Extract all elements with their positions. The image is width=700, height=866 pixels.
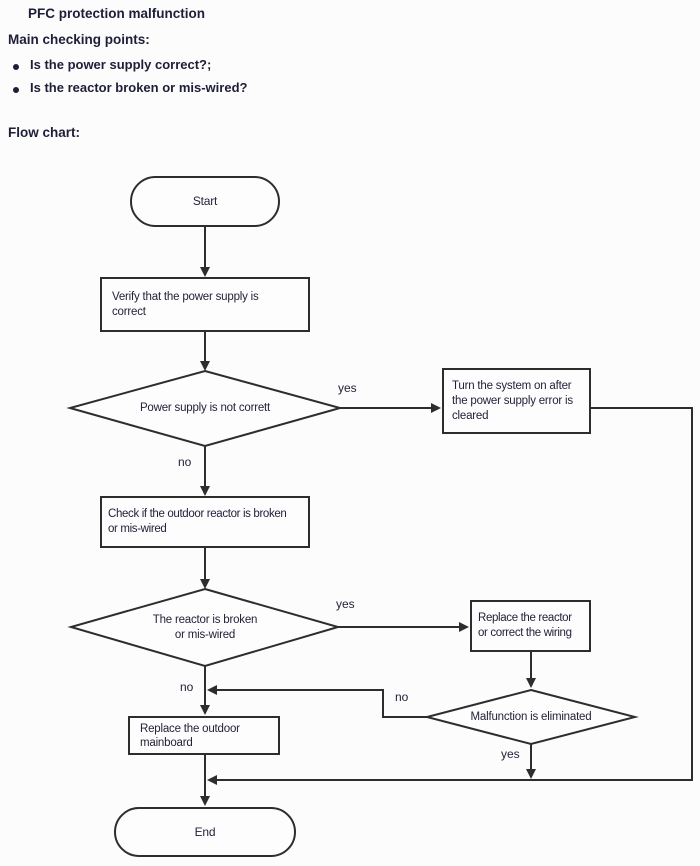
arrowhead-right bbox=[431, 403, 441, 413]
flow-node-turn-system-on: Turn the system on after the power suppl… bbox=[442, 368, 591, 434]
turn-on-line: Turn the system on after bbox=[452, 379, 572, 392]
flow-node-end: End bbox=[114, 807, 296, 857]
flow-node-start: Start bbox=[130, 176, 280, 227]
arrowhead-down bbox=[200, 796, 210, 806]
connector-malf-no bbox=[216, 689, 427, 718]
arrowhead-down bbox=[200, 361, 210, 371]
arrowhead-down bbox=[200, 579, 210, 589]
check-line: or mis-wired bbox=[108, 523, 167, 535]
checking-points-heading: Main checking points: bbox=[8, 32, 150, 47]
flow-node-replace-reactor: Replace the reactor or correct the wirin… bbox=[470, 600, 591, 652]
flow-node-replace-mainboard: Replace the outdoor mainboard bbox=[128, 716, 280, 755]
replace-mainboard-line: mainboard bbox=[140, 736, 193, 749]
power-diamond-label: Power supply is not corrett bbox=[139, 402, 271, 414]
arrowhead-down bbox=[526, 769, 536, 779]
branch-label-no: no bbox=[395, 690, 409, 704]
malfunction-diamond-label: Malfunction is eliminated bbox=[470, 711, 592, 723]
replace-reactor-line: or correct the wiring bbox=[478, 627, 572, 639]
flow-node-check-reactor: Check if the outdoor reactor is broken o… bbox=[100, 496, 310, 548]
arrowhead-down bbox=[200, 705, 210, 715]
reactor-diamond-line: The reactor is broken bbox=[152, 614, 258, 626]
verify-line: correct bbox=[112, 305, 146, 318]
reactor-diamond-shape bbox=[67, 587, 342, 668]
check-line: Check if the outdoor reactor is broken bbox=[108, 508, 287, 520]
arrowhead-down bbox=[200, 267, 210, 277]
branch-label-yes: yes bbox=[501, 747, 520, 761]
checking-point-item: Is the reactor broken or mis-wired? bbox=[30, 80, 248, 95]
arrowhead-down bbox=[526, 678, 536, 688]
branch-label-no: no bbox=[180, 680, 194, 694]
connector-loop-return bbox=[216, 407, 693, 781]
power-diamond-shape bbox=[66, 369, 344, 448]
bullet-icon bbox=[13, 64, 19, 70]
turn-on-line: cleared bbox=[452, 409, 489, 422]
checking-point-item: Is the power supply correct?; bbox=[30, 57, 212, 72]
arrowhead-down bbox=[200, 486, 210, 496]
branch-label-yes: yes bbox=[338, 381, 357, 395]
bullet-icon bbox=[13, 87, 19, 93]
turn-on-line: the power supply error is bbox=[452, 394, 573, 407]
flow-node-verify-power: Verify that the power supply is correct bbox=[100, 277, 310, 332]
page-title: PFC protection malfunction bbox=[28, 6, 205, 21]
branch-label-no: no bbox=[178, 455, 192, 469]
reactor-diamond-line: or mis-wired bbox=[174, 629, 236, 641]
arrowhead-left bbox=[207, 775, 217, 785]
start-label: Start bbox=[192, 194, 218, 208]
flow-chart-label: Flow chart: bbox=[8, 125, 81, 140]
replace-mainboard-line: Replace the outdoor bbox=[140, 722, 240, 735]
arrowhead-left bbox=[207, 685, 217, 695]
branch-label-yes: yes bbox=[336, 597, 355, 611]
replace-reactor-line: Replace the reactor bbox=[478, 612, 572, 624]
verify-line: Verify that the power supply is bbox=[112, 290, 259, 303]
end-label: End bbox=[194, 824, 216, 839]
arrowhead-right bbox=[459, 622, 469, 632]
reactor-diamond-label: The reactor is broken or mis-wired bbox=[85, 613, 325, 643]
malfunction-diamond-shape bbox=[423, 688, 639, 746]
